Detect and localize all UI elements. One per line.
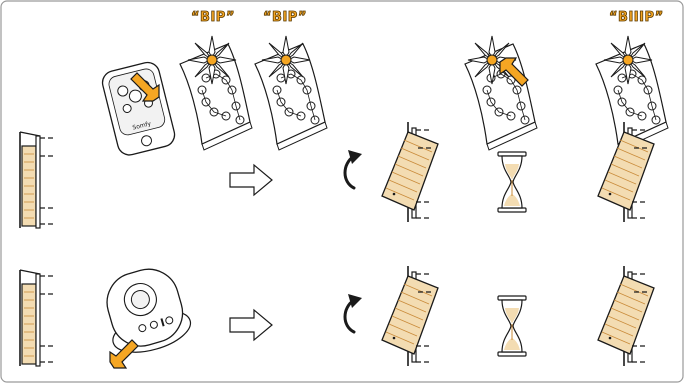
led-flash-icon [603, 35, 653, 85]
remote-brand-label: Somfy [132, 120, 152, 131]
long-beep-label: “BIIIP” [609, 10, 664, 26]
beep-label: “BIP” [263, 10, 308, 26]
led-flash-icon [187, 35, 237, 85]
beep-label: “BIP” [191, 10, 236, 26]
led-flash-icon [261, 35, 311, 85]
